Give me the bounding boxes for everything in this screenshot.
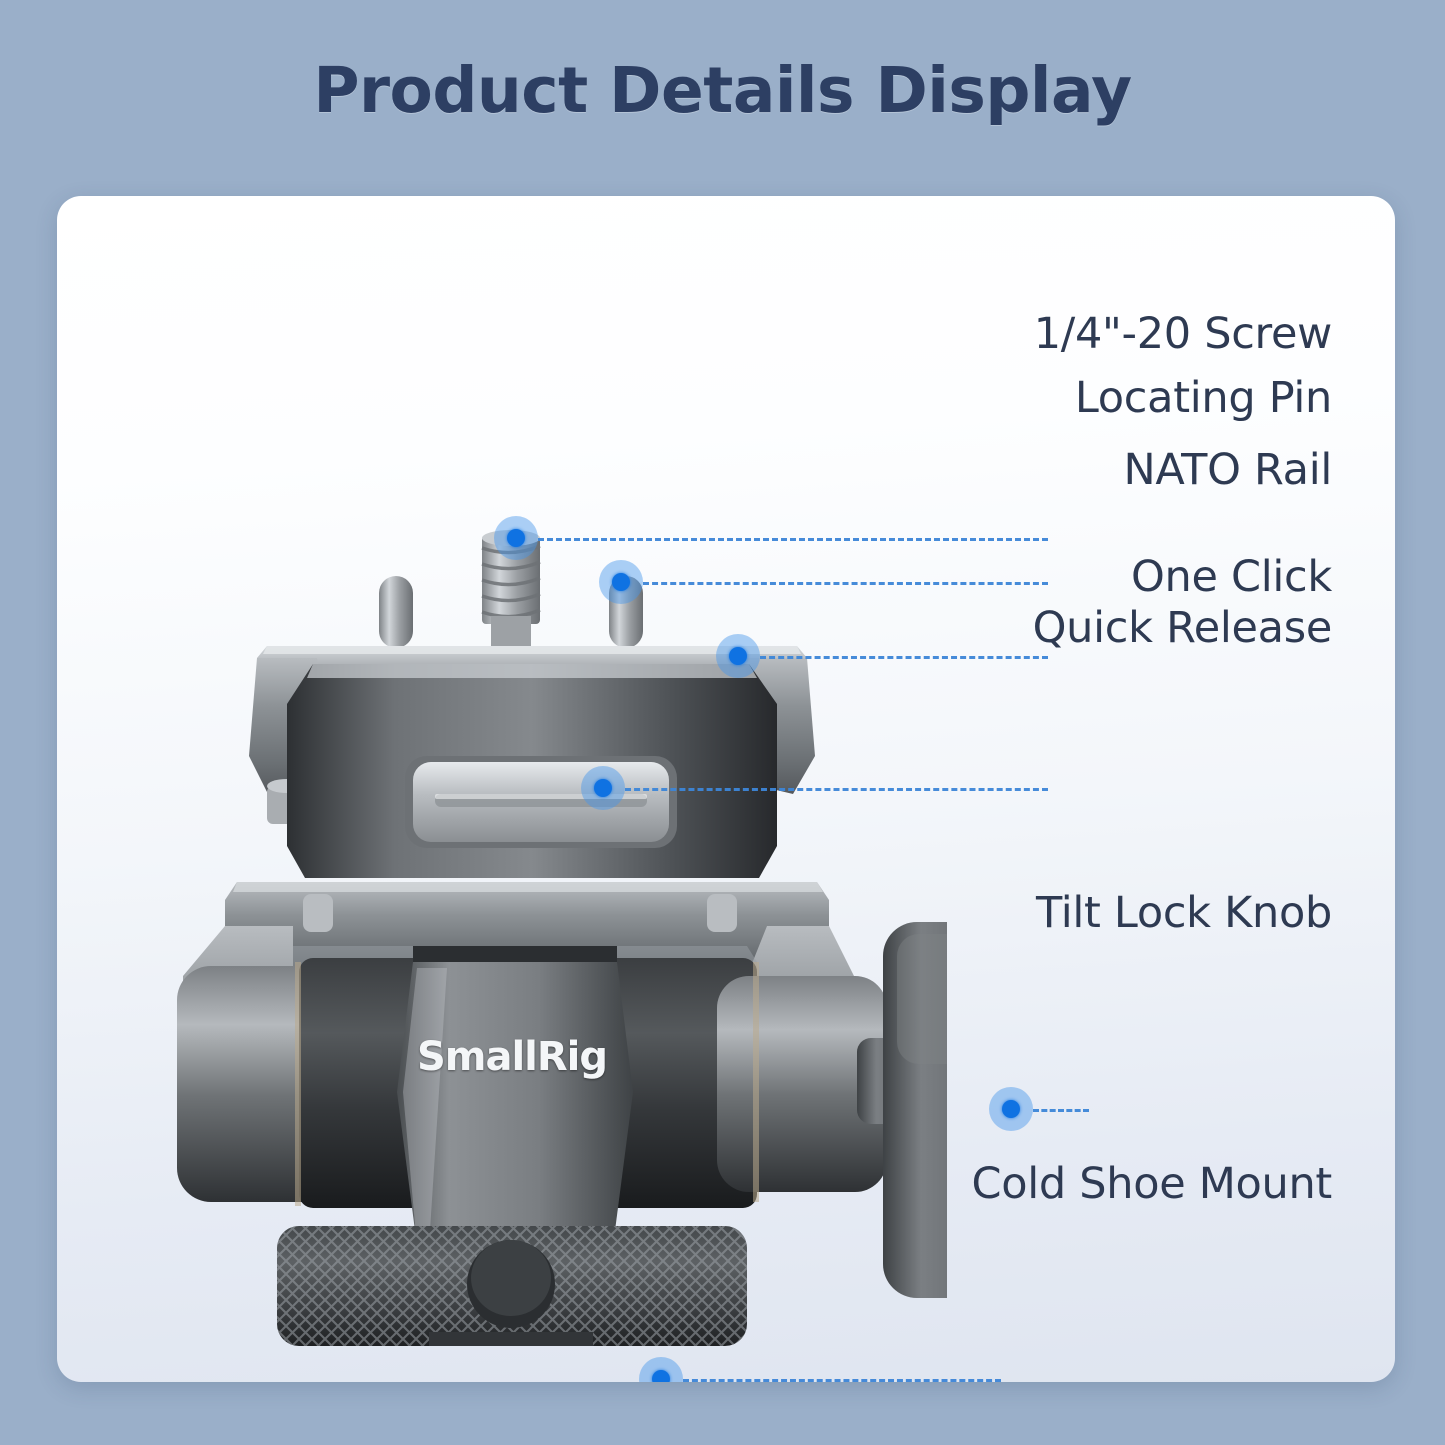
tilt-lock-knob-shape <box>857 922 947 1298</box>
callout-leader-nato-rail <box>760 656 1048 659</box>
callout-leader-tilt-knob <box>1033 1109 1089 1112</box>
callout-leader-locating-pin <box>643 582 1048 585</box>
smallrig-logo: SmallRig <box>416 1034 608 1080</box>
callout-label-quick-release: One Click Quick Release <box>1032 552 1333 653</box>
cold-shoe-mount <box>429 1332 593 1346</box>
callout-label-nato-rail: NATO Rail <box>1123 445 1333 495</box>
quarter-twenty-screw <box>481 530 541 646</box>
callout-marker-screw[interactable] <box>494 516 538 560</box>
callout-leader-quick-release <box>625 788 1048 791</box>
page-title: Product Details Display <box>313 54 1132 127</box>
callout-marker-cold-shoe[interactable] <box>639 1357 683 1382</box>
callout-marker-tilt-knob[interactable] <box>989 1087 1033 1131</box>
callout-marker-quick-release[interactable] <box>581 766 625 810</box>
knurled-lock-ring <box>277 1226 747 1346</box>
locating-pins <box>379 576 643 648</box>
product-details-card: SmallRig 1/4"-20 Screw Locating Pin NATO… <box>57 196 1395 1382</box>
callout-leader-cold-shoe <box>683 1379 1001 1382</box>
callout-leader-screw <box>538 538 1048 541</box>
brand-face-plate <box>397 946 633 1246</box>
callout-label-screw: 1/4"-20 Screw <box>1033 309 1333 359</box>
callout-marker-nato-rail[interactable] <box>716 634 760 678</box>
callout-label-cold-shoe: Cold Shoe Mount <box>971 1159 1333 1209</box>
callout-marker-locating-pin[interactable] <box>599 560 643 604</box>
callout-label-tilt-knob: Tilt Lock Knob <box>1036 888 1332 938</box>
quick-release-clamp <box>287 664 777 878</box>
callout-label-locating-pin: Locating Pin <box>1074 373 1332 423</box>
